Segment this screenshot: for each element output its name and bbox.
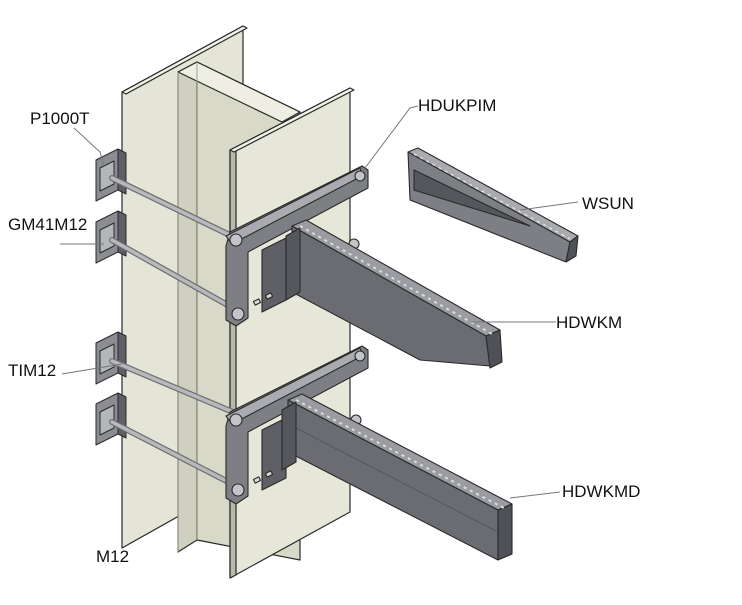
leader-hdukpim [361, 105, 419, 173]
label-hdwkm: HDWKM [556, 313, 622, 332]
label-gm41m12: GM41M12 [8, 215, 87, 234]
cantilever-arm-lower [281, 393, 513, 561]
leader-tim12 [61, 363, 123, 375]
label-m12: M12 [96, 547, 129, 566]
label-p1000t: P1000T [30, 109, 90, 128]
cantilever-arm-upper [285, 219, 503, 369]
leader-p1000t [73, 127, 105, 167]
label-hdukpim: HDUKPIM [418, 96, 496, 115]
label-hdwkmd: HDWKMD [562, 482, 640, 501]
channel-clamps-left [95, 148, 127, 446]
label-tim12: TIM12 [8, 361, 56, 380]
channel-clamp-1 [95, 148, 127, 202]
base-plate-lower [225, 345, 369, 505]
leader-wsun [519, 201, 579, 211]
leader-hdwkmd [509, 491, 561, 499]
wall-bracket-loose [407, 147, 579, 263]
callout-labels: P1000T GM41M12 TIM12 M12 HDUKPIM WSUN HD… [8, 96, 640, 566]
label-wsun: WSUN [582, 194, 634, 213]
base-plate-upper [225, 165, 369, 327]
threaded-rods [109, 175, 243, 491]
callout-leaders [60, 105, 579, 499]
